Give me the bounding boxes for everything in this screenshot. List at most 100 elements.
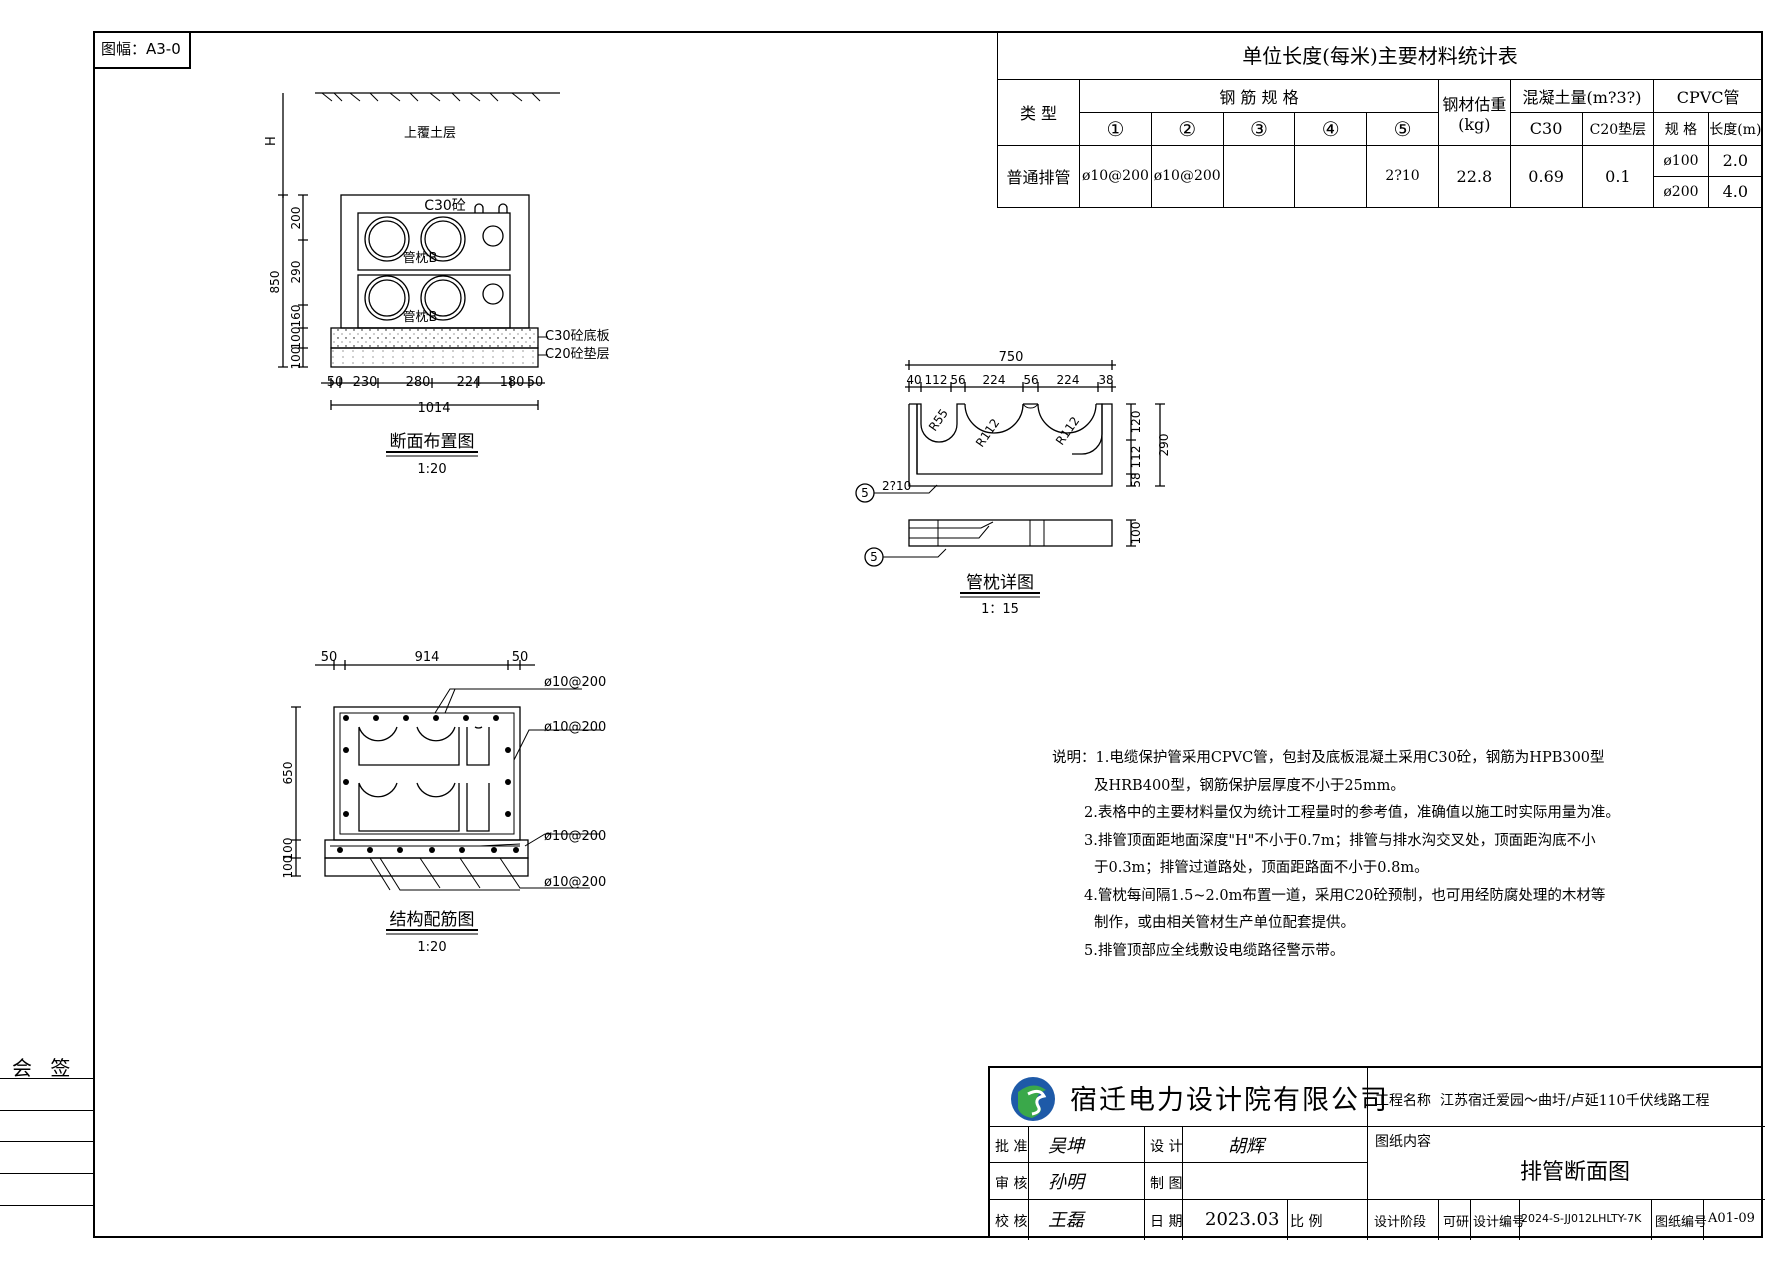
countersign-label: 会 签 (12, 1056, 77, 1080)
section-dim-h-6: 50 (527, 375, 544, 390)
row-c30: 0.69 (1509, 144, 1583, 208)
rebar-dim-650: 650 (281, 762, 295, 785)
pillow-dim-top-6: 224 (1057, 373, 1080, 387)
rebar-scale: 1:20 (417, 940, 446, 955)
pillow-label-1: 管枕B (403, 251, 438, 266)
section-dim-850: 850 (268, 271, 282, 294)
design-no-value: 2024-S-JJ012LHLTY-7K (1521, 1212, 1642, 1225)
check-label: 校 核 (995, 1214, 1028, 1230)
section-dim-v-4: 100 (289, 327, 303, 350)
rebar-col-2: ② (1150, 111, 1224, 146)
signature-approve: 吴坤 (1048, 1136, 1084, 1157)
base-label: C30砼底板 (545, 328, 610, 344)
pillow-title: 管枕详图 (966, 573, 1034, 593)
stage-label: 设计阶段 (1374, 1215, 1427, 1230)
rebar-dim-bottom-1: 100 (281, 838, 295, 861)
rebar-col-5: ⑤ (1366, 111, 1439, 146)
concrete-col-c30: C30 (1509, 111, 1583, 146)
material-table-title: 单位长度(每米)主要材料统计表 (997, 31, 1763, 80)
title-block: 宿迁电力设计院有限公司 批 准 审 核 校 核 设 计 制 图 日 期 2023… (988, 1066, 1765, 1240)
section-dim-h-5: 180 (500, 375, 525, 390)
cpvc-col-length: 长度(m) (1707, 111, 1764, 146)
section-dim-total: 1014 (417, 401, 450, 416)
rebar-dim-top-3: 50 (512, 650, 529, 665)
section-dim-v-3: 160 (289, 305, 303, 328)
company-logo-icon (1011, 1077, 1055, 1121)
stage-value: 可研 (1443, 1215, 1470, 1230)
section-dim-v-1: 200 (289, 207, 303, 230)
drawing-no-value: A01-09 (1708, 1211, 1755, 1226)
rebar-dim-top-1: 50 (321, 650, 338, 665)
rebar-dots (337, 715, 519, 853)
row-cpvc-spec-2: ø200 (1653, 175, 1709, 208)
pillow-dim-right-2: 112 (1129, 446, 1143, 469)
drawing-title: 排管断面图 (1520, 1160, 1631, 1185)
rebar-bar-label-4: ø10@200 (544, 875, 606, 890)
approve-label: 批 准 (995, 1139, 1028, 1155)
signature-review: 孙明 (1048, 1172, 1084, 1193)
section-dim-h-2: 230 (353, 375, 378, 390)
rebar-drawing (291, 660, 601, 935)
date-value: 2023.03 (1205, 1209, 1280, 1230)
row-cpvc-length-2: 4.0 (1707, 175, 1764, 208)
section-dim-h-3: 280 (406, 375, 431, 390)
scale-label: 比 例 (1290, 1214, 1323, 1230)
section-scale: 1:20 (417, 462, 446, 477)
drawing-frame (93, 31, 1763, 1238)
note-line-6: 4.管枕每间隔1.5~2.0m布置一道，采用C20砼预制，也可用经防腐处理的木材… (1084, 887, 1606, 904)
sheet-format-label: 图幅：A3-0 (93, 31, 191, 69)
row-c20: 0.1 (1581, 144, 1655, 208)
note-line-1: 说明：1.电缆保护管采用CPVC管，包封及底板混凝土采用C30砼，钢筋为HPB3… (1052, 750, 1605, 766)
overburden-label: 上覆土层 (404, 126, 456, 141)
pillow-dim-top-3: 56 (950, 373, 965, 387)
draw-label: 制 图 (1150, 1176, 1183, 1192)
col-concrete: 混凝土量(m?3?) (1509, 78, 1655, 113)
drawing-no-label: 图纸编号 (1655, 1215, 1708, 1230)
section-dim-h-4: 224 (457, 375, 482, 390)
col-steel: 钢材估重(kg) (1437, 78, 1511, 146)
project-name: 江苏宿迁爱园～曲圩/卢延110千伏线路工程 (1440, 1093, 1710, 1109)
pillow-scale: 1：15 (981, 602, 1019, 617)
note-line-4: 3.排管顶面距地面深度"H"不小于0.7m；排管与排水沟交叉处，顶面距沟底不小 (1084, 832, 1596, 849)
h-dim-label: H (264, 136, 279, 146)
design-label: 设 计 (1150, 1139, 1183, 1155)
col-cpvc: CPVC管 (1653, 78, 1763, 113)
pillow-marker-1: 5 (861, 486, 869, 500)
cushion-label: C20砼垫层 (545, 346, 610, 362)
row-type: 普通排管 (996, 144, 1081, 208)
section-title: 断面布置图 (390, 432, 475, 452)
pillow-dim-top-5: 56 (1023, 373, 1038, 387)
row-rebar-4 (1294, 144, 1368, 208)
row-rebar-1: ø10@200 (1079, 144, 1152, 208)
content-label: 图纸内容 (1375, 1134, 1431, 1150)
notes-block: 说明：1.电缆保护管采用CPVC管，包封及底板混凝土采用C30砼，钢筋为HPB3… (1052, 745, 1620, 965)
project-label: 工程名称 (1375, 1093, 1431, 1109)
section-dim-h-1: 50 (327, 375, 344, 390)
date-label: 日 期 (1150, 1214, 1183, 1230)
note-line-3: 2.表格中的主要材料量仅为统计工程量时的参考值，准确值以施工时实际用量为准。 (1084, 805, 1620, 821)
row-rebar-5: 2?10 (1366, 144, 1439, 208)
pillow-dim-top-2: 112 (925, 373, 948, 387)
note-line-7: 制作，或由相关管材生产单位配套提供。 (1094, 915, 1355, 931)
pillow-bar-label: 2?10 (882, 479, 911, 493)
material-table: 单位长度(每米)主要材料统计表 类 型 钢 筋 规 格 钢材估重(kg) 混凝土… (996, 31, 1764, 208)
pillow-marker-2: 5 (870, 550, 878, 564)
col-rebar: 钢 筋 规 格 (1079, 78, 1439, 113)
section-drawing (278, 92, 560, 457)
rebar-dim-top-2: 914 (415, 650, 440, 665)
review-label: 审 核 (995, 1176, 1028, 1192)
pillow-dim-right-1: 120 (1129, 411, 1143, 434)
pillow-radius-1: R55 (926, 406, 951, 433)
col-steel-weight: 钢材估重 (1442, 94, 1507, 114)
rebar-bar-label-1: ø10@200 (544, 675, 606, 690)
rebar-col-4: ④ (1294, 111, 1368, 146)
rebar-title: 结构配筋图 (390, 910, 475, 930)
pillow-dim-total: 750 (999, 350, 1024, 365)
signature-design: 胡辉 (1228, 1136, 1264, 1157)
signature-check: 王磊 (1048, 1210, 1084, 1231)
row-steel-weight: 22.8 (1437, 144, 1511, 208)
pillow-dim-100: 100 (1129, 522, 1143, 545)
section-dim-v-2: 290 (289, 261, 303, 284)
pillow-detail-drawing (855, 360, 1165, 598)
